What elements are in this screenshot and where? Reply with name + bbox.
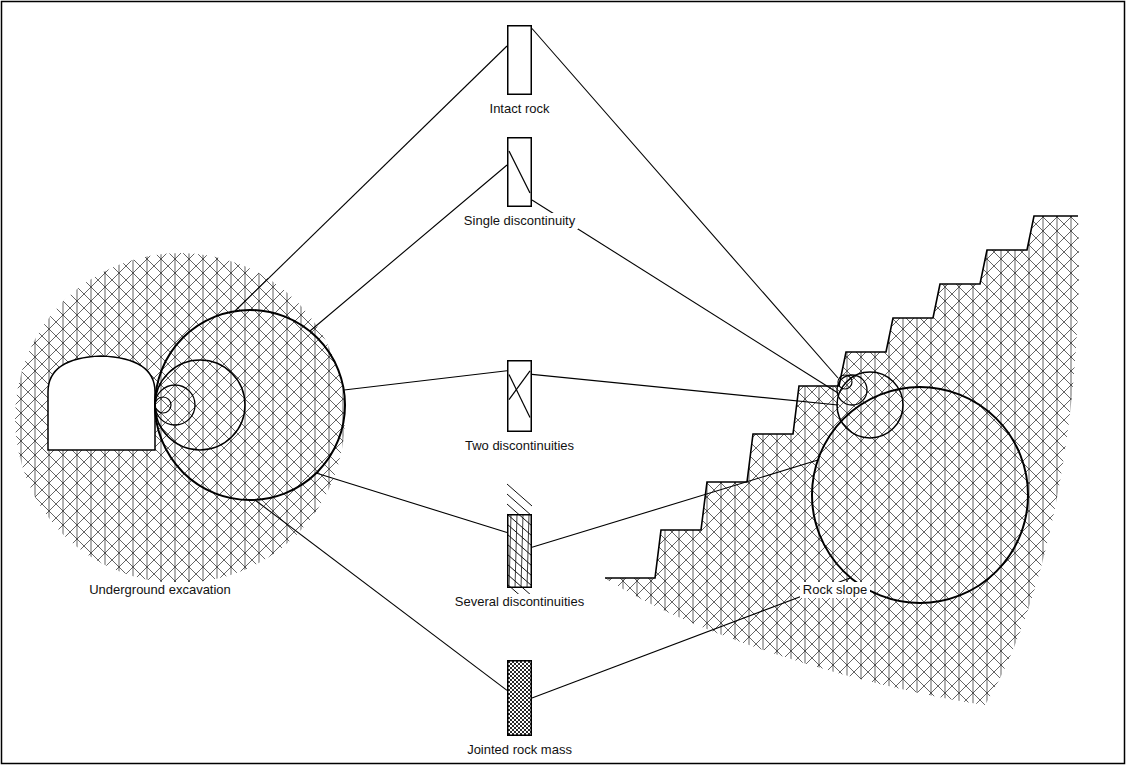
joint-line (507, 554, 532, 576)
sample-outline (508, 361, 532, 432)
sample-box: Single discontinuity (507, 137, 532, 207)
joint-line (515, 514, 517, 588)
joint-line (527, 514, 529, 588)
sample-box: Intact rock (507, 25, 532, 95)
node-label: Jointed rock mass (464, 742, 575, 758)
slope-region: Rock slope (600, 210, 1080, 710)
sample-shape (507, 514, 532, 588)
connector-line (532, 374, 838, 405)
dense-joints (507, 660, 532, 736)
sample-box: Two discontinuities (507, 360, 532, 432)
node-label: Two discontinuities (462, 438, 577, 454)
joint-line (521, 514, 523, 588)
sample-shape (507, 137, 532, 207)
discontinuity-line (509, 151, 530, 193)
scale-circles (812, 372, 1028, 603)
node-label: Single discontinuity (461, 213, 578, 229)
sample-outline (508, 661, 532, 736)
slope-benches (605, 216, 1078, 578)
scale-circle (837, 372, 903, 438)
scale-circle (837, 375, 867, 405)
scale-circle (155, 385, 195, 425)
joint-line (507, 574, 532, 596)
connector-line (310, 165, 507, 331)
sample-box: Several discontinuities (507, 514, 532, 588)
scale-circle (155, 397, 171, 413)
scale-circle (155, 310, 345, 500)
sample-shape (507, 360, 532, 432)
sample-outline (508, 138, 532, 207)
joint-line (507, 564, 532, 586)
slope-rock-mass (605, 216, 1079, 705)
sample-box: Jointed rock mass (507, 660, 532, 736)
connector-line (235, 46, 507, 311)
sample-outline (508, 26, 532, 95)
tunnel-opening (48, 356, 155, 450)
scale-circles (155, 310, 345, 500)
sample-shape (507, 25, 532, 95)
sample-shape (507, 660, 532, 736)
node-label: Underground excavation (86, 582, 234, 598)
scale-circle (812, 387, 1028, 603)
connector-line (316, 473, 507, 533)
rock-mass-disk (15, 253, 345, 583)
discontinuity-line (509, 371, 530, 400)
connector-line (532, 460, 818, 547)
sample-outline (508, 515, 532, 588)
scale-circle (155, 360, 245, 450)
node-label: Rock slope (800, 582, 870, 598)
joint-line (507, 494, 532, 516)
joint-line (509, 514, 511, 588)
connector-line (532, 29, 838, 379)
connector-line (344, 371, 507, 390)
node-label: Several discontinuities (452, 594, 587, 610)
node-label: Intact rock (487, 101, 553, 117)
excavation-region: Underground excavation (15, 253, 345, 583)
joint-line (507, 484, 532, 506)
